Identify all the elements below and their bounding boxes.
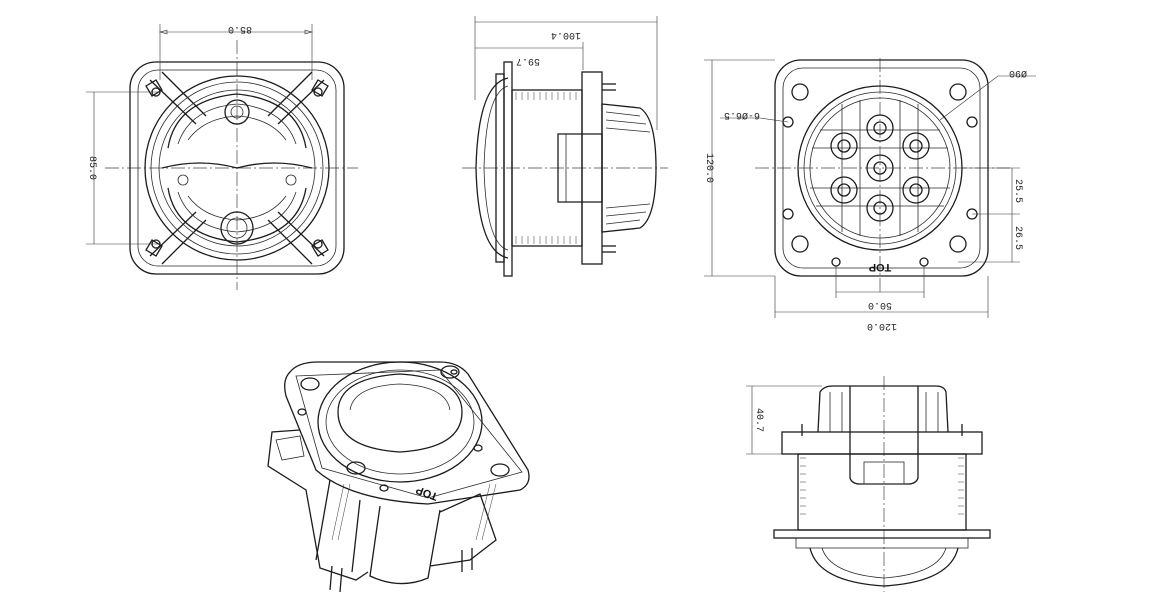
rear-view: TOP 120.0 120.0 50.0 25.5 26.5 6-Ø6.5 Ø9… bbox=[703, 58, 1036, 331]
iso-top-mark: TOP bbox=[414, 483, 439, 502]
bottom-height-label: 40.7 bbox=[753, 408, 764, 432]
rear-offset-upper-label: 25.5 bbox=[1012, 179, 1023, 203]
rear-lens-diameter-label: Ø90 bbox=[1009, 67, 1027, 79]
bottom-view: 40.7 bbox=[746, 376, 991, 592]
rear-width-label: 120.0 bbox=[867, 320, 897, 331]
front-width-label: 85.0 bbox=[228, 23, 252, 34]
rear-offset-lower-label: 26.5 bbox=[1012, 226, 1023, 250]
rear-height-label: 120.0 bbox=[703, 153, 714, 183]
side-body-depth-label: 59.7 bbox=[516, 55, 540, 66]
side-view: 100.4 59.7 bbox=[462, 16, 668, 277]
side-total-depth-label: 100.4 bbox=[551, 29, 581, 40]
rear-top-mark: TOP bbox=[869, 261, 891, 273]
rear-hole-diameter-label: 6-Ø6.5 bbox=[724, 109, 760, 121]
isometric-view: TOP bbox=[267, 361, 530, 593]
front-view: 85.0 85.0 bbox=[86, 23, 358, 290]
front-height-label: 85.0 bbox=[86, 156, 97, 180]
rear-hole-spacing-label: 50.0 bbox=[868, 299, 892, 310]
